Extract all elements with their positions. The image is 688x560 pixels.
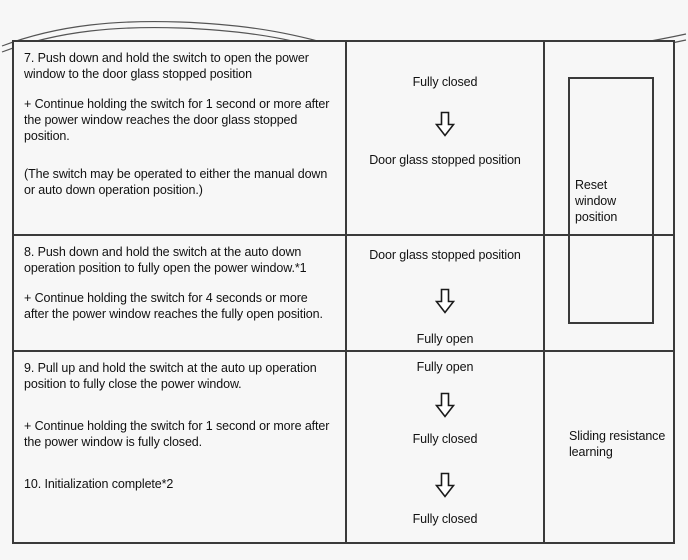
step-9-note-1: + Continue holding the switch for 1 seco… — [24, 419, 330, 449]
column-divider-2 — [543, 42, 545, 542]
state-flow-cell-2: Door glass stopped position Fully open — [347, 236, 543, 350]
down-arrow-outline-icon — [435, 111, 455, 137]
action-cell-top: Reset window position — [545, 42, 675, 350]
step-7-note-2: (The switch may be operated to either th… — [24, 167, 328, 197]
state-to-label: Door glass stopped position — [369, 153, 521, 167]
step-9-main: 9. Pull up and hold the switch at the au… — [24, 361, 317, 391]
step-8-text-block: 8. Push down and hold the switch at the … — [14, 236, 345, 322]
state-flow-cell-1: Fully closed Door glass stopped position — [347, 42, 543, 234]
step-8-main: 8. Push down and hold the switch at the … — [24, 245, 307, 275]
sliding-resistance-learning-label: Sliding resistance learning — [569, 429, 666, 459]
state-mid-label: Fully closed — [412, 432, 478, 446]
procedure-table: 7. Push down and hold the switch to open… — [12, 40, 675, 544]
step-10-main: 10. Initialization complete*2 — [24, 477, 174, 491]
state-to-label: Fully closed — [412, 512, 478, 526]
step-8-note-1: + Continue holding the switch for 4 seco… — [24, 291, 323, 321]
spacer — [24, 276, 335, 290]
reset-window-position-box: Reset window position — [568, 77, 654, 324]
reset-window-position-label: Reset window position — [575, 177, 618, 224]
table-row: 7. Push down and hold the switch to open… — [14, 42, 345, 234]
spacer — [24, 82, 335, 96]
table-row: 9. Pull up and hold the switch at the au… — [14, 352, 345, 544]
row-divider-2 — [14, 350, 673, 352]
step-9-text-block: 9. Pull up and hold the switch at the au… — [14, 352, 345, 492]
state-from-label: Fully open — [416, 360, 474, 374]
column-divider-1 — [345, 42, 347, 542]
spacer — [24, 392, 335, 418]
step-7-text-block: 7. Push down and hold the switch to open… — [14, 42, 345, 198]
action-cell-bottom: Sliding resistance learning — [545, 352, 675, 544]
spacer — [24, 450, 335, 476]
step-7-note-1: + Continue holding the switch for 1 seco… — [24, 97, 330, 143]
state-flow-cell-3: Fully open Fully closed Fully closed — [347, 352, 543, 544]
down-arrow-outline-icon — [435, 288, 455, 314]
row-divider-1 — [14, 234, 673, 236]
down-arrow-outline-icon — [435, 472, 455, 498]
state-from-label: Door glass stopped position — [369, 248, 521, 262]
state-from-label: Fully closed — [412, 75, 478, 89]
state-to-label: Fully open — [416, 332, 474, 346]
step-7-main: 7. Push down and hold the switch to open… — [24, 51, 309, 81]
down-arrow-outline-icon — [435, 392, 455, 418]
table-row: 8. Push down and hold the switch at the … — [14, 236, 345, 350]
spacer — [24, 144, 335, 166]
